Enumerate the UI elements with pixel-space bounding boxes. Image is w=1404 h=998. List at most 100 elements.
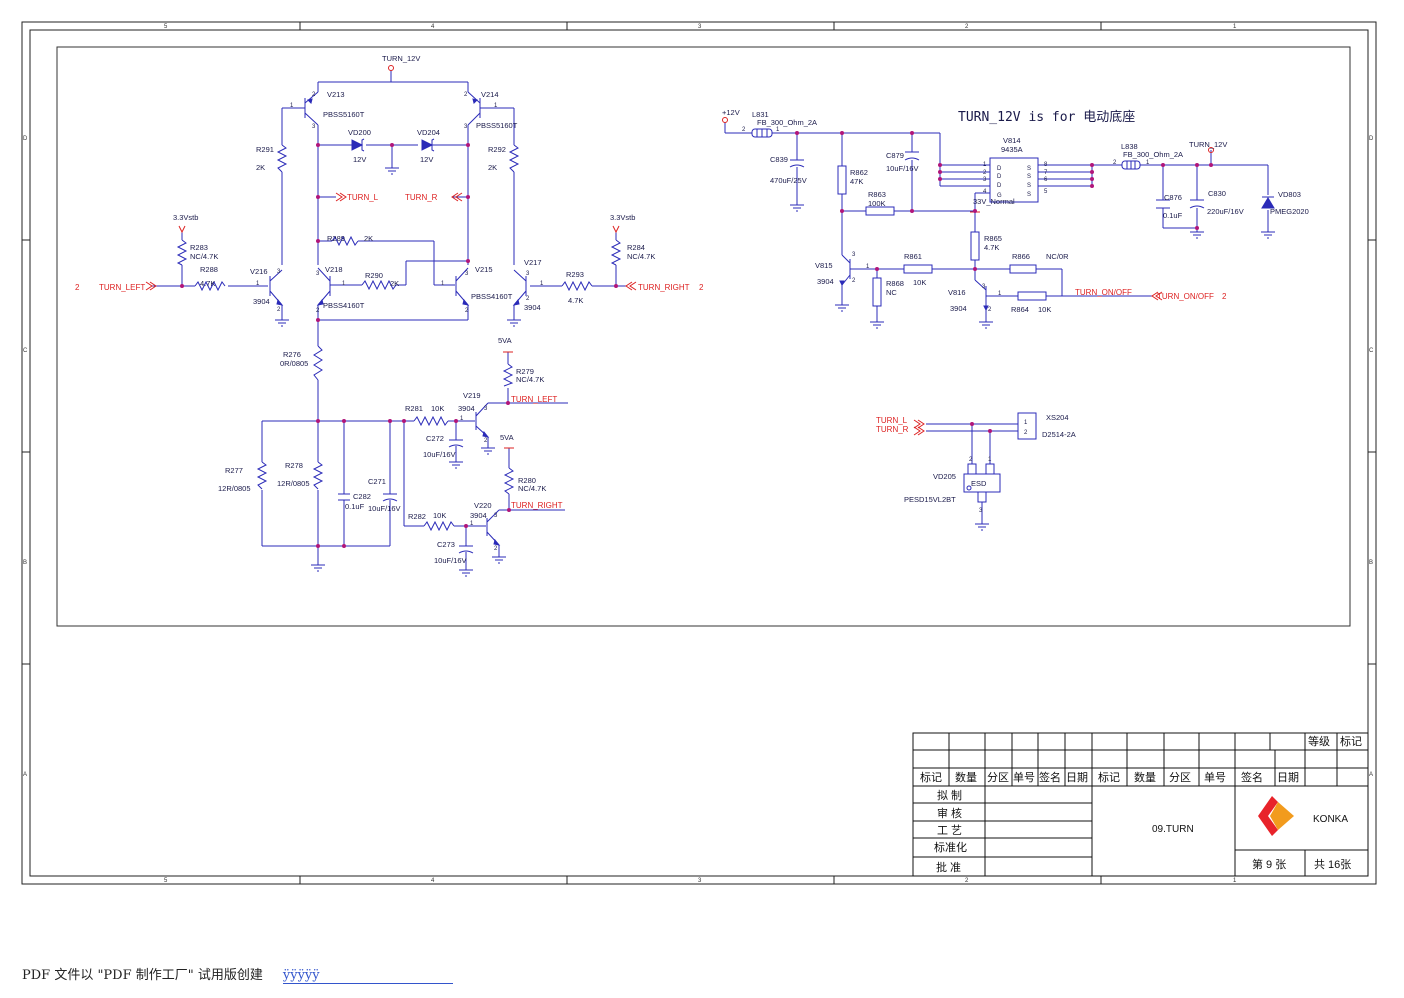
ref-v214: V214	[481, 90, 499, 99]
ferrite-l838	[1121, 160, 1141, 170]
ref-r281: R281	[405, 404, 423, 413]
ref-vd803: VD803	[1278, 190, 1301, 199]
ground-symbol	[449, 461, 463, 469]
power-port-12v	[722, 117, 728, 123]
svg-text:4: 4	[983, 189, 987, 195]
ref-r284: R284	[627, 243, 645, 252]
ground-symbol	[1261, 231, 1275, 239]
resistor-r865	[970, 231, 980, 261]
diode-vd803	[1261, 197, 1275, 209]
transistor-v220	[486, 509, 501, 546]
tb-header-10: 签名	[1241, 770, 1263, 784]
val-xs204: D2514-2A	[1042, 430, 1076, 439]
val-c273: 10uF/16V	[434, 556, 467, 565]
sheet-number: 第 9 张	[1252, 857, 1286, 871]
pdf-footer-link[interactable]: ÿÿÿÿÿ	[282, 968, 453, 984]
svg-text:S: S	[1027, 183, 1031, 189]
val-v214: PBSS5160T	[476, 121, 518, 130]
val-v815: 3904	[817, 277, 834, 286]
val-r865: 4.7K	[984, 243, 999, 252]
svg-text:2: 2	[316, 308, 320, 314]
val-r288: 4.7K	[200, 279, 215, 288]
val-r283: NC/4.7K	[190, 252, 218, 261]
net-turn-r-connector: TURN_R	[876, 425, 909, 434]
ref-r866: R866	[1012, 252, 1030, 261]
val-vd205: PESD15VL2BT	[904, 495, 956, 504]
zone-bottom-2: 2	[965, 878, 969, 884]
ground-symbol	[311, 564, 325, 572]
capacitor-c271	[382, 493, 398, 502]
val-r863: 100K	[868, 199, 886, 208]
val-l838: FB_300_Ohm_2A	[1123, 150, 1183, 159]
tb-header-1: 数量	[955, 771, 977, 784]
svg-text:2: 2	[988, 307, 992, 313]
resistor-r861	[903, 264, 933, 274]
tb-header-3: 单号	[1013, 771, 1035, 784]
val-v816: 3904	[950, 304, 967, 313]
net-turn-left-output: TURN_LEFT	[511, 395, 557, 404]
svg-text:S: S	[1027, 174, 1031, 180]
svg-text:D: D	[997, 166, 1002, 172]
transistor-v216	[269, 269, 284, 306]
svg-text:3: 3	[852, 252, 856, 258]
resistor-r277	[256, 461, 268, 490]
supply-5va-bottom: 5VA	[500, 433, 514, 442]
val-c879: 10uF/16V	[886, 164, 919, 173]
ref-l838: L838	[1121, 142, 1138, 151]
tb-role-approved: 批 准	[936, 860, 961, 874]
val-r277: 12R/0805	[218, 484, 251, 493]
tb-header-2: 分区	[987, 771, 1009, 784]
tb-role-drafted: 拟 制	[937, 788, 962, 802]
ref-r861: R861	[904, 252, 922, 261]
ref-c839: C839	[770, 155, 788, 164]
svg-text:1: 1	[983, 162, 987, 168]
svg-text:5: 5	[1044, 189, 1048, 195]
tb-header-4: 签名	[1039, 770, 1061, 784]
svg-text:1: 1	[441, 281, 445, 287]
net-turn12v-right: TURN_12V	[1189, 140, 1227, 149]
capacitor-c282	[338, 493, 350, 501]
ref-v216: V216	[250, 267, 268, 276]
svg-text:3: 3	[982, 284, 986, 290]
page-ref-onoff: 2	[1222, 292, 1227, 301]
svg-text:7: 7	[1044, 170, 1048, 176]
resistor-r281	[413, 415, 449, 427]
svg-text:2: 2	[494, 546, 498, 552]
ref-r280: R280	[518, 476, 536, 485]
zone-bottom-3: 3	[698, 878, 702, 884]
tb-header-5: 日期	[1066, 771, 1088, 784]
resistor-r868	[872, 277, 882, 307]
resistor-r293	[561, 280, 593, 292]
zone-bottom-1: 1	[1233, 878, 1237, 884]
tb-header-9: 单号	[1204, 771, 1226, 784]
svg-text:3: 3	[494, 513, 498, 519]
svg-text:2: 2	[465, 308, 469, 314]
resistor-r292	[508, 144, 520, 173]
svg-text:1: 1	[494, 103, 498, 109]
val-c830: 220uF/16V	[1207, 207, 1244, 216]
ground-symbol	[275, 319, 289, 327]
svg-text:1: 1	[342, 281, 346, 287]
ground-symbol	[481, 447, 495, 455]
mosfet-v814-body	[989, 157, 1039, 203]
val-r862: 47K	[850, 177, 863, 186]
val-c839: 470uF/25V	[770, 176, 807, 185]
ref-c830: C830	[1208, 189, 1226, 198]
zone-bottom-5: 5	[164, 878, 168, 884]
resistor-r282	[423, 520, 455, 532]
svg-text:S: S	[1027, 192, 1031, 198]
svg-text:S: S	[1027, 166, 1031, 172]
svg-text:2: 2	[464, 92, 468, 98]
ref-c271: C271	[368, 477, 386, 486]
transistor-v214	[467, 91, 481, 126]
svg-text:1: 1	[988, 457, 992, 463]
ref-r276: R276	[283, 350, 301, 359]
resistor-r284	[610, 239, 622, 266]
ref-r277: R277	[225, 466, 243, 475]
val-c272: 10uF/16V	[423, 450, 456, 459]
net-turn-onoff-wire: TURN_ON/OFF	[1075, 288, 1132, 297]
val-vd803: PMEG2020	[1270, 207, 1309, 216]
val-v216: 3904	[253, 297, 270, 306]
ref-vd204: VD204	[417, 128, 440, 137]
zone-right-a: A	[1369, 772, 1373, 778]
